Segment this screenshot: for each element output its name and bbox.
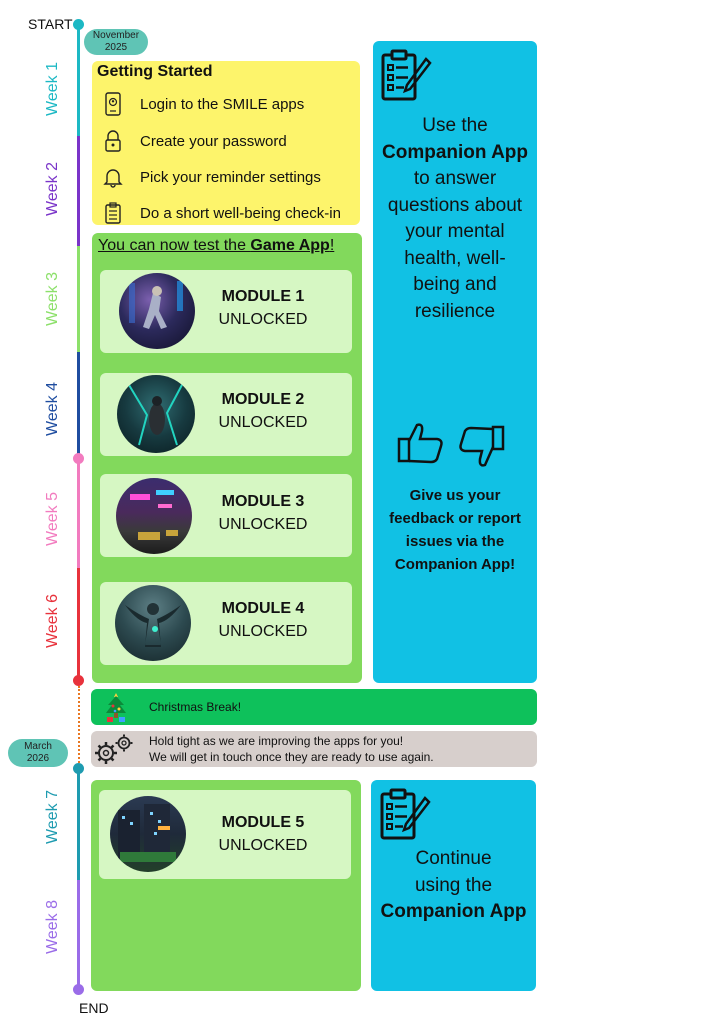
companion-line: resilience [414,300,496,322]
module-1-status: UNLOCKED [218,311,308,328]
week-label-6: Week 6 [44,594,61,648]
getting-started-item: Create your password [102,130,287,152]
game-app-heading-text: You can now test the [98,237,251,254]
module-3-thumbnail [116,478,192,554]
feedback-text: Give us your feedback or report issues v… [373,484,537,576]
continue-description: Continue using the Companion App [371,846,536,926]
christmas-break-bar: Christmas Break! [91,689,537,725]
companion-app-name: Companion App [382,141,528,163]
feedback-line: Companion App! [394,556,516,573]
christmas-break-text: Christmas Break! [149,700,242,714]
companion-description: Use the Companion App to answer question… [373,113,537,325]
lock-icon [102,130,124,152]
clipboard-icon [102,202,124,224]
companion-app-bold: Companion App [373,140,537,167]
module-2-status: UNLOCKED [218,414,308,431]
module-card-4[interactable]: MODULE 4 UNLOCKED [100,582,352,665]
thumbs-up-icon [397,421,445,470]
module-5-thumbnail [110,796,186,872]
module-1-title: MODULE 1 [221,288,305,305]
module-2-title: MODULE 2 [221,391,305,408]
getting-started-item-label: Login to the SMILE apps [140,95,305,113]
feedback-line: issues via the [405,533,505,550]
start-date-badge: November 2025 [84,29,148,55]
week-label-3: Week 3 [44,272,61,326]
companion-line: your mental [405,221,505,242]
continue-line: Continue [415,848,492,869]
continue-app-bold: Companion App [371,899,536,926]
game-app-panel: You can now test the Game App! MODULE 1 … [92,233,362,683]
timeline-start-dot [73,19,84,30]
clipboard-pen-icon [380,49,432,110]
timeline-segment-week3 [77,246,80,352]
timeline-segment-week5 [77,458,80,568]
resume-date-badge: March 2026 [8,739,68,767]
game-app-heading: You can now test the Game App! [98,237,334,255]
timeline-segment-week8 [77,880,80,988]
week-label-8: Week 8 [44,900,61,954]
module-5-title: MODULE 5 [221,814,305,831]
getting-started-item: Login to the SMILE apps [102,92,305,116]
gears-icon [94,733,138,770]
timeline-segment-week6 [77,568,80,680]
module-card-1[interactable]: MODULE 1 UNLOCKED [100,270,352,353]
module-5-status: UNLOCKED [218,837,308,854]
week-label-7: Week 7 [44,790,61,844]
clipboard-pen-icon [379,788,431,849]
module-4-title: MODULE 4 [221,600,305,617]
module-3-status: UNLOCKED [218,516,308,533]
timeline-end-label: END [79,1000,109,1016]
game-app-heading-end: ! [329,237,335,254]
bell-icon [102,166,124,188]
thumbs-down-icon [457,425,505,474]
timeline-dot-week6-end [73,675,84,686]
module-4-status: UNLOCKED [218,623,308,640]
game-app-heading-bold: Game App [250,237,330,254]
week-label-2: Week 2 [44,162,61,216]
improvement-notice-line2: We will get in touch once they are ready… [149,750,434,764]
week-label-4: Week 4 [44,382,61,436]
getting-started-item-label: Create your password [140,132,287,150]
module-card-5[interactable]: MODULE 5 UNLOCKED [99,790,351,879]
module-4-thumbnail [115,585,191,661]
getting-started-item: Do a short well-being check-in [102,202,341,224]
feedback-line: feedback or report [389,510,521,527]
timeline-segment-week2 [77,136,80,246]
companion-app-panel: Use the Companion App to answer question… [373,41,537,683]
companion-line: to answer [413,168,497,189]
continue-companion-panel: Continue using the Companion App [371,780,536,991]
timeline-start-label: START [28,16,73,32]
getting-started-panel: Getting Started Login to the SMILE apps … [92,61,360,225]
companion-line: being and [413,274,497,295]
module5-panel: MODULE 5 UNLOCKED [91,780,361,991]
getting-started-item-label: Do a short well-being check-in [140,204,341,222]
continue-line: using the [414,874,493,896]
companion-line: Use the [422,115,488,136]
companion-line: questions about [387,194,523,216]
improvement-notice-bar: Hold tight as we are improving the apps … [91,731,537,767]
timeline-segment-week1 [77,26,80,136]
phone-icon [102,92,124,116]
timeline-end-dot [73,984,84,995]
getting-started-item-label: Pick your reminder settings [140,168,321,186]
module-1-thumbnail [119,273,195,349]
getting-started-title: Getting Started [97,63,213,80]
companion-line: health, well- [404,247,506,269]
module-2-thumbnail [117,375,195,453]
getting-started-item: Pick your reminder settings [102,166,321,188]
timeline-segment-week7 [77,768,80,880]
timeline-break-dotted [78,686,80,766]
module-card-3[interactable]: MODULE 3 UNLOCKED [100,474,352,557]
improvement-notice-line1: Hold tight as we are improving the apps … [149,734,404,748]
feedback-line: Give us your [409,487,501,504]
christmas-tree-icon [103,691,129,728]
module-3-title: MODULE 3 [221,493,305,510]
module-card-2[interactable]: MODULE 2 UNLOCKED [100,373,352,456]
continue-app-name: Companion App [380,901,527,922]
timeline-segment-week4 [77,352,80,458]
